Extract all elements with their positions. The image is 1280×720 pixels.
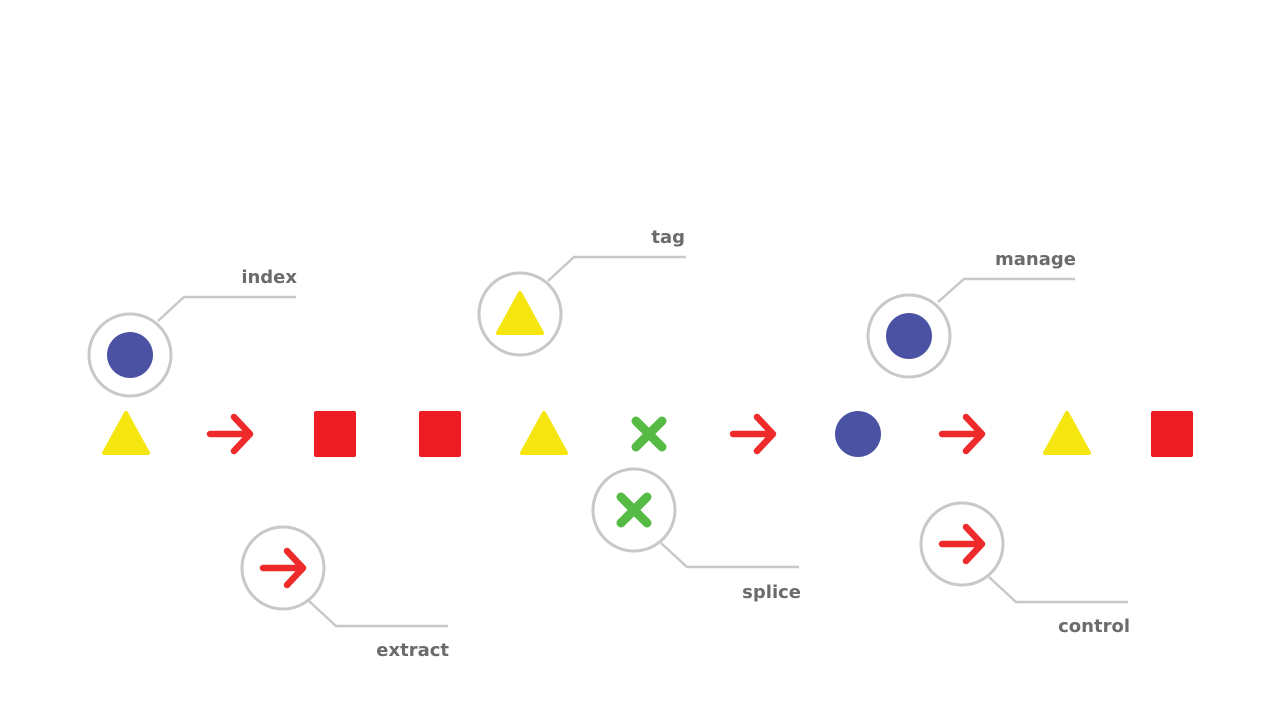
callout-extract-shape	[259, 547, 307, 589]
square-shape	[314, 411, 356, 457]
callout-extract-label: extract	[376, 640, 449, 661]
callout-tag-label: tag	[651, 227, 685, 248]
triangle-shape	[496, 291, 544, 335]
seq-shape-9	[938, 413, 986, 455]
callout-tag-leader	[547, 255, 686, 282]
callout-splice-shape	[616, 492, 652, 528]
callout-extract: extract	[240, 525, 449, 661]
shape-sequence	[102, 411, 1193, 457]
arrow-icon	[206, 413, 254, 455]
seq-shape-4	[419, 411, 461, 457]
circle-shape	[107, 332, 153, 378]
callout-extract-leader	[308, 600, 448, 628]
seq-shape-8	[835, 411, 881, 457]
seq-shape-3	[314, 411, 356, 457]
circle-shape	[835, 411, 881, 457]
callout-index-label: index	[241, 267, 297, 288]
square-shape	[1151, 411, 1193, 457]
callout-index-leader	[157, 295, 296, 322]
callout-tag-shape	[496, 291, 544, 335]
callout-splice-label: splice	[742, 582, 801, 603]
seq-shape-7	[729, 413, 777, 455]
callout-manage: manage	[866, 249, 1076, 379]
cross-icon	[616, 492, 652, 528]
callout-manage-shape	[886, 313, 932, 359]
callout-manage-leader	[937, 277, 1075, 303]
callout-splice: splice	[591, 467, 801, 603]
callout-index-shape	[107, 332, 153, 378]
seq-shape-1	[102, 411, 150, 455]
seq-shape-2	[206, 413, 254, 455]
arrow-icon	[938, 523, 986, 565]
square-shape	[419, 411, 461, 457]
callout-control-leader	[988, 576, 1128, 604]
circle-shape	[886, 313, 932, 359]
seq-shape-6	[631, 416, 667, 452]
triangle-shape	[102, 411, 150, 455]
triangle-shape	[1043, 411, 1091, 455]
callout-tag: tag	[477, 227, 686, 357]
arrow-icon	[729, 413, 777, 455]
cross-icon	[631, 416, 667, 452]
arrow-icon	[938, 413, 986, 455]
seq-shape-11	[1151, 411, 1193, 457]
callout-control-label: control	[1058, 616, 1130, 637]
triangle-shape	[520, 411, 568, 455]
callout-splice-leader	[660, 542, 799, 569]
callout-control-shape	[938, 523, 986, 565]
callout-control: control	[919, 501, 1130, 637]
arrow-icon	[259, 547, 307, 589]
callout-index: index	[87, 267, 297, 398]
seq-shape-10	[1043, 411, 1091, 455]
seq-shape-5	[520, 411, 568, 455]
callout-manage-label: manage	[995, 249, 1076, 270]
